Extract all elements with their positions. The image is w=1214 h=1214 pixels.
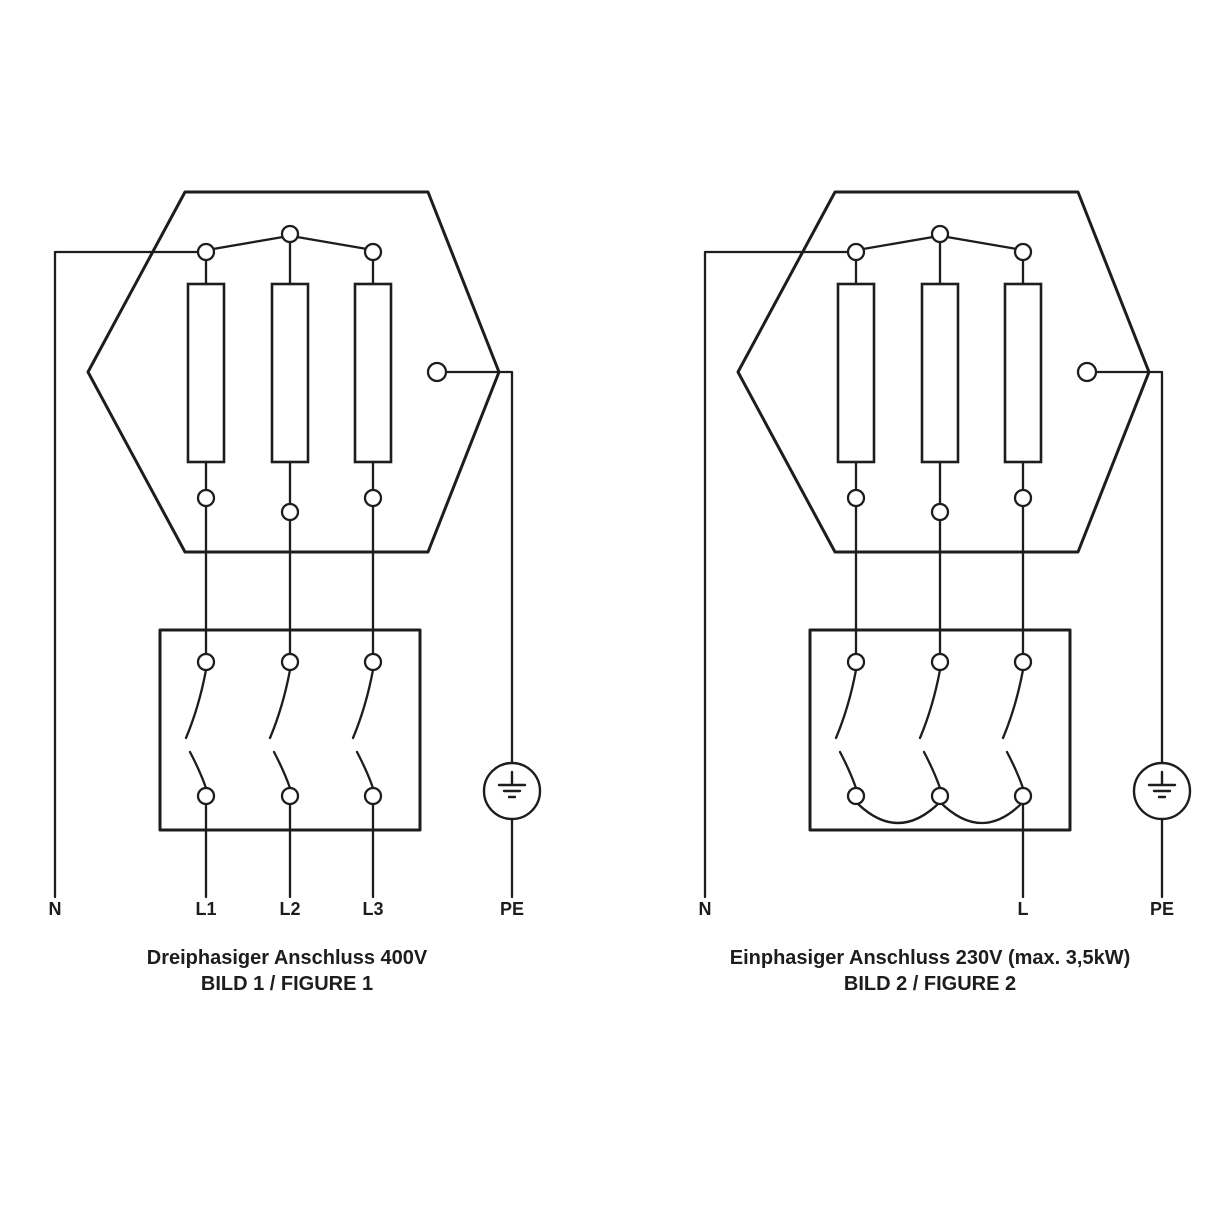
switch-top-terminal-3 (1013, 652, 1033, 672)
wire-pe (444, 370, 514, 899)
label-pe: PE (500, 899, 524, 919)
earth-symbol (482, 761, 542, 821)
phase-wires-upper (204, 504, 375, 656)
wire-neutral (53, 250, 200, 899)
switch-top-terminal-2 (930, 652, 950, 672)
terminal-bottom-3 (1013, 488, 1033, 508)
earth-symbol-glyph (1147, 770, 1177, 799)
phase-wires-upper (854, 504, 1025, 656)
heating-element-1 (836, 282, 876, 464)
earth-symbol-circle (482, 761, 542, 821)
switch-contact-3 (1001, 668, 1025, 790)
terminal-top-2 (280, 224, 300, 244)
heating-element-2 (920, 282, 960, 464)
switch-top-terminal-2 (280, 652, 300, 672)
terminal-bottom-2 (280, 502, 300, 522)
switch-top-terminal-3 (363, 652, 383, 672)
heating-element-2 (270, 282, 310, 464)
terminal-bottom-1 (846, 488, 866, 508)
switch-top-terminal-1 (196, 652, 216, 672)
label-l1: L1 (195, 899, 216, 919)
switch-block-outline (808, 628, 1072, 832)
heating-element-3 (353, 282, 393, 464)
switch-bottom-terminal-1 (846, 786, 866, 806)
figure1-caption: Dreiphasiger Anschluss 400V (147, 947, 428, 969)
terminal-top-3 (363, 242, 383, 262)
earth-symbol-circle (1132, 761, 1192, 821)
star-point-bridge (861, 235, 1019, 251)
switch-bottom-terminal-3 (363, 786, 383, 806)
label-n: N (699, 899, 712, 919)
label-l: L (1018, 899, 1029, 919)
terminal-bottom-3 (363, 488, 383, 508)
heater-housing-outline (736, 190, 1151, 554)
switch-bottom-terminal-1 (196, 786, 216, 806)
terminal-top-3 (1013, 242, 1033, 262)
heating-element-3 (1003, 282, 1043, 464)
switch-contact-3 (351, 668, 375, 790)
figure1-subcaption: BILD 1 / FIGURE 1 (201, 973, 373, 995)
switch-contact-1 (184, 668, 208, 790)
wire-pe (1094, 370, 1164, 899)
switch-contact-2 (918, 668, 942, 790)
figure-2-single-phase-diagram: N L PE Einphasiger Anschluss 230V (max. … (699, 190, 1192, 995)
star-point-bridge (211, 235, 369, 251)
switch-contact-2 (268, 668, 292, 790)
switch-block-outline (158, 628, 422, 832)
terminal-bottom-1 (196, 488, 216, 508)
heater-housing-outline (86, 190, 501, 554)
label-pe: PE (1150, 899, 1174, 919)
switch-bottom-terminal-2 (280, 786, 300, 806)
heating-element-1 (186, 282, 226, 464)
figure2-caption: Einphasiger Anschluss 230V (max. 3,5kW) (730, 947, 1131, 969)
switch-top-terminal-1 (846, 652, 866, 672)
wire-neutral (703, 250, 850, 899)
terminal-top-1 (196, 242, 216, 262)
earth-symbol (1132, 761, 1192, 821)
element-top-stubs (204, 240, 375, 286)
terminal-bottom-2 (930, 502, 950, 522)
label-l2: L2 (279, 899, 300, 919)
element-top-stubs (854, 240, 1025, 286)
switch-bottom-terminal-2 (930, 786, 950, 806)
label-n: N (49, 899, 62, 919)
figure-1-three-phase-diagram: N L1 L2 L3 PE Dreiphasiger Anschluss 400… (49, 190, 542, 995)
element-bottom-stubs (204, 460, 375, 506)
pe-terminal (426, 361, 448, 383)
figure2-subcaption: BILD 2 / FIGURE 2 (844, 973, 1016, 995)
phase-wires-lower (204, 802, 375, 899)
terminal-top-1 (846, 242, 866, 262)
pe-terminal (1076, 361, 1098, 383)
element-bottom-stubs (854, 460, 1025, 506)
switch-bottom-terminal-3 (1013, 786, 1033, 806)
label-l3: L3 (362, 899, 383, 919)
switch-contact-1 (834, 668, 858, 790)
bottom-bridge-links (854, 800, 1025, 824)
earth-symbol-glyph (497, 770, 527, 799)
terminal-top-2 (930, 224, 950, 244)
